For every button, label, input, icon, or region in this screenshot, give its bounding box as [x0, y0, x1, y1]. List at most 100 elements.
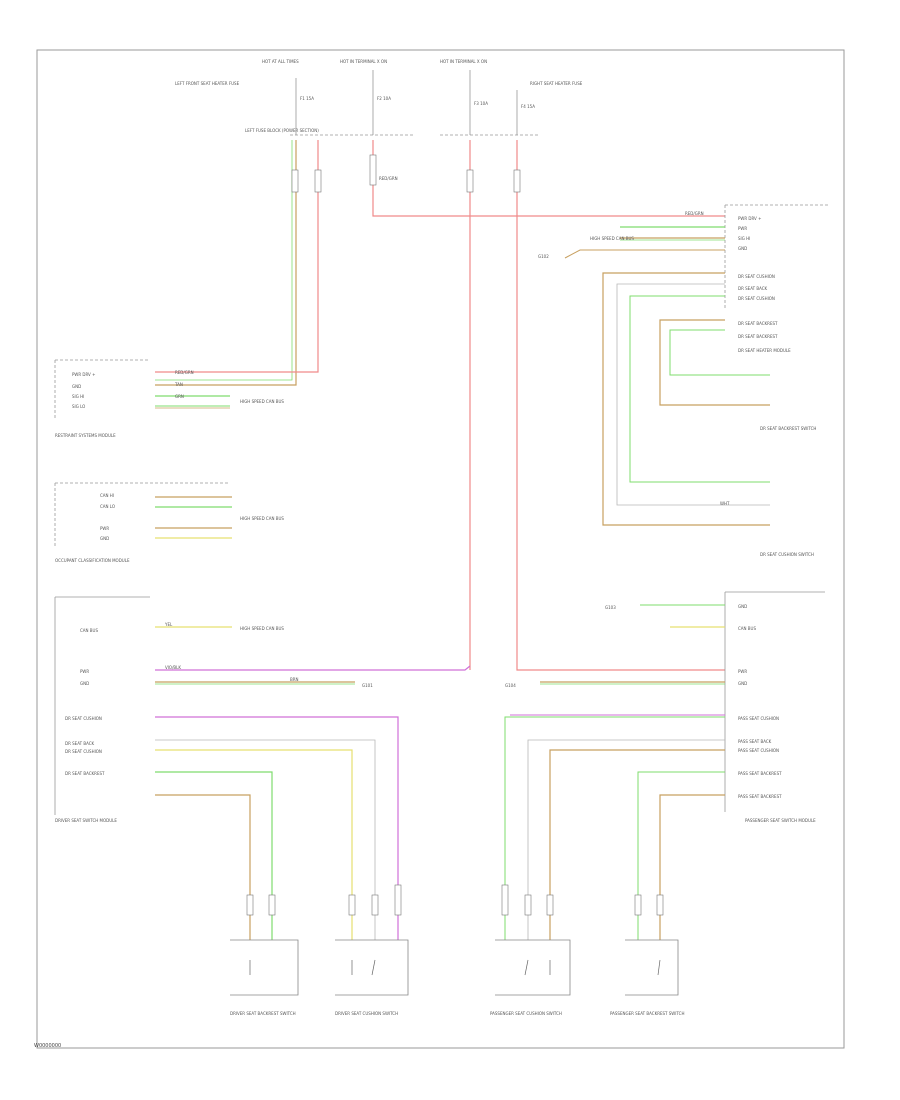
tag-wht-1: WHT: [720, 501, 730, 506]
fuse-3: F3 10A: [469, 70, 488, 135]
wire-green-left: [155, 140, 293, 381]
pass-pin-pwr: PWR: [738, 669, 747, 674]
right-pin-4: GND: [738, 246, 747, 251]
restraint-pin-2: GND: [72, 384, 81, 389]
fuse-4: F4 15A: [516, 90, 535, 135]
ground-g3: G103: [605, 605, 616, 610]
switch-box-2: [335, 939, 409, 996]
switch-3-label: PASSENGER SEAT CUSHION SWITCH: [490, 1011, 562, 1016]
fuse-1: F1 15A: [295, 78, 314, 135]
fuse-2-label: F2 10A: [377, 96, 391, 101]
network-label-3: HIGH SPEED CAN BUS: [240, 626, 284, 631]
fuse-3-label: F3 10A: [474, 101, 488, 106]
left-fuse-caption: LEFT FRONT SEAT HEATER FUSE: [175, 81, 240, 86]
driver-lower-pin-1: DR SEAT CUSHION: [65, 716, 102, 721]
network-label-1: HIGH SPEED CAN BUS: [240, 399, 284, 404]
hot-col2-label: HOT IN TERMINAL X ON: [340, 59, 387, 64]
switch-r2-label: DR SEAT CUSHION SWITCH: [760, 552, 814, 557]
right-mid-pin-1: DR SEAT CUSHION: [738, 274, 775, 279]
wire-color-tags: RED/GRN TAN GRN VIO/BLK YEL BRN WHT RED/…: [164, 211, 730, 682]
lower-connector-marks: [246, 884, 664, 916]
network-label-2: HIGH SPEED CAN BUS: [240, 516, 284, 521]
switch-1-label: DRIVER SEAT BACKREST SWITCH: [230, 1011, 296, 1016]
diagram-frame: [36, 49, 845, 1049]
right-pin-1: PWR DRV +: [738, 216, 761, 221]
ground-g1: G101: [362, 683, 373, 688]
switch-2-label: DRIVER SEAT CUSHION SWITCH: [335, 1011, 398, 1016]
right-mid2-pin-2: DR SEAT BACKREST: [738, 334, 778, 339]
pass-lower-pin-4: PASS SEAT BACKREST: [738, 771, 782, 776]
switch-box-4: [625, 939, 679, 996]
wire-red-right: [516, 140, 725, 671]
right-upper-module: PWR DRV + PWR SIG HI GND HIGH SPEED CAN …: [538, 204, 830, 557]
right-mid-pin-3: DR SEAT CUSHION: [738, 296, 775, 301]
fuse-2: F2 10A: [372, 70, 391, 135]
right-mid-pin-2: DR SEAT BACK: [738, 286, 768, 291]
pass-pin-gnd-top: GND: [738, 604, 747, 609]
occupant-module: CAN HI CAN LO PWR GND OCCUPANT CLASSIFIC…: [54, 482, 284, 563]
footer-code: W0000000: [34, 1043, 62, 1049]
top-fuse-area: LEFT FRONT SEAT HEATER FUSE HOT AT ALL T…: [175, 59, 583, 136]
occupant-pin-1: CAN HI: [100, 493, 114, 498]
switch-4-label: PASSENGER SEAT BACKREST SWITCH: [610, 1011, 684, 1016]
right-mid2-pin-1: DR SEAT BACKREST: [738, 321, 778, 326]
switch-boxes: [230, 939, 679, 996]
driver-pin-can: CAN BUS: [80, 628, 98, 633]
driver-lower-pin-3: DR SEAT CUSHION: [65, 749, 102, 754]
connector-marks: [291, 154, 521, 193]
driver-pin-gnd: GND: [80, 681, 89, 686]
restraint-pin-3: SIG HI: [72, 394, 84, 399]
switch-r1-label: DR SEAT BACKREST SWITCH: [760, 426, 816, 431]
restraint-pin-1: PWR DRV +: [72, 372, 95, 377]
pass-lower-pin-3: PASS SEAT CUSHION: [738, 748, 779, 753]
switch-box-3: [495, 939, 571, 996]
right-pin-3: SIG HI: [738, 236, 750, 241]
right-pin-2: PWR: [738, 226, 747, 231]
tag-red-2: RED/GRN: [685, 211, 704, 216]
pass-pin-can: CAN BUS: [738, 626, 756, 631]
wire-red-left: [155, 140, 319, 373]
passenger-seat-switch-module: GND CAN BUS PWR GND G103 G104 PASS SEAT …: [504, 591, 825, 940]
ground-g4: G104: [505, 683, 516, 688]
restraint-pin-4: SIG LO: [72, 404, 85, 409]
pass-lower-pin-2: PASS SEAT BACK: [738, 739, 772, 744]
hot-col1-label: HOT AT ALL TIMES: [262, 59, 299, 64]
left-fuse-block-label: LEFT FUSE BLOCK (POWER SECTION): [245, 128, 319, 133]
occupant-pin-2: CAN LO: [100, 504, 115, 509]
tag-red-1: RED/GRN: [175, 370, 194, 375]
tag-yel-1: YEL: [164, 622, 173, 627]
restraint-module-label: RESTRAINT SYSTEMS MODULE: [55, 433, 116, 438]
wire-violet-driver: [155, 665, 471, 671]
driver-lower-pin-4: DR SEAT BACKREST: [65, 771, 105, 776]
driver-module-label: DRIVER SEAT SWITCH MODULE: [55, 818, 117, 823]
network-label-4: HIGH SPEED CAN BUS: [590, 236, 634, 241]
passenger-module-label: PASSENGER SEAT SWITCH MODULE: [745, 818, 816, 823]
occupant-module-label: OCCUPANT CLASSIFICATION MODULE: [55, 558, 130, 563]
restraint-module: PWR DRV + GND SIG HI SIG LO RESTRAINT SY…: [54, 359, 284, 438]
fuse-4-label: F4 15A: [521, 104, 535, 109]
tag-brn-1: BRN: [290, 677, 299, 682]
wire-tan-left: [155, 140, 297, 386]
main-wires: [155, 140, 725, 671]
right-sub-label: DR SEAT HEATER MODULE: [738, 348, 791, 353]
tag-grn-1: GRN: [175, 394, 184, 399]
pass-lower-pin-5: PASS SEAT BACKREST: [738, 794, 782, 799]
right-fuse-caption: RIGHT SEAT HEATER FUSE: [530, 81, 583, 86]
pass-pin-gnd: GND: [738, 681, 747, 686]
driver-seat-switch-module: CAN BUS PWR GND HIGH SPEED CAN BUS G101 …: [54, 596, 399, 940]
occupant-pin-3: PWR: [100, 526, 109, 531]
tag-vio-1: VIO/BLK: [165, 665, 181, 670]
pass-lower-pin-1: PASS SEAT CUSHION: [738, 716, 779, 721]
fuse-1-label: F1 15A: [300, 96, 314, 101]
driver-lower-pin-2: DR SEAT BACK: [65, 741, 95, 746]
occupant-pin-4: GND: [100, 536, 109, 541]
ground-g2: G102: [538, 254, 549, 259]
hot-col3-label: HOT IN TERMINAL X ON: [440, 59, 487, 64]
tag-tan-1: TAN: [174, 382, 183, 387]
red-wire-label: RED/GRN: [379, 176, 398, 181]
switch-box-1: [230, 939, 299, 996]
switch-symbols: [249, 959, 661, 976]
driver-pin-pwr: PWR: [80, 669, 89, 674]
wire-red-right-top: [372, 140, 725, 217]
